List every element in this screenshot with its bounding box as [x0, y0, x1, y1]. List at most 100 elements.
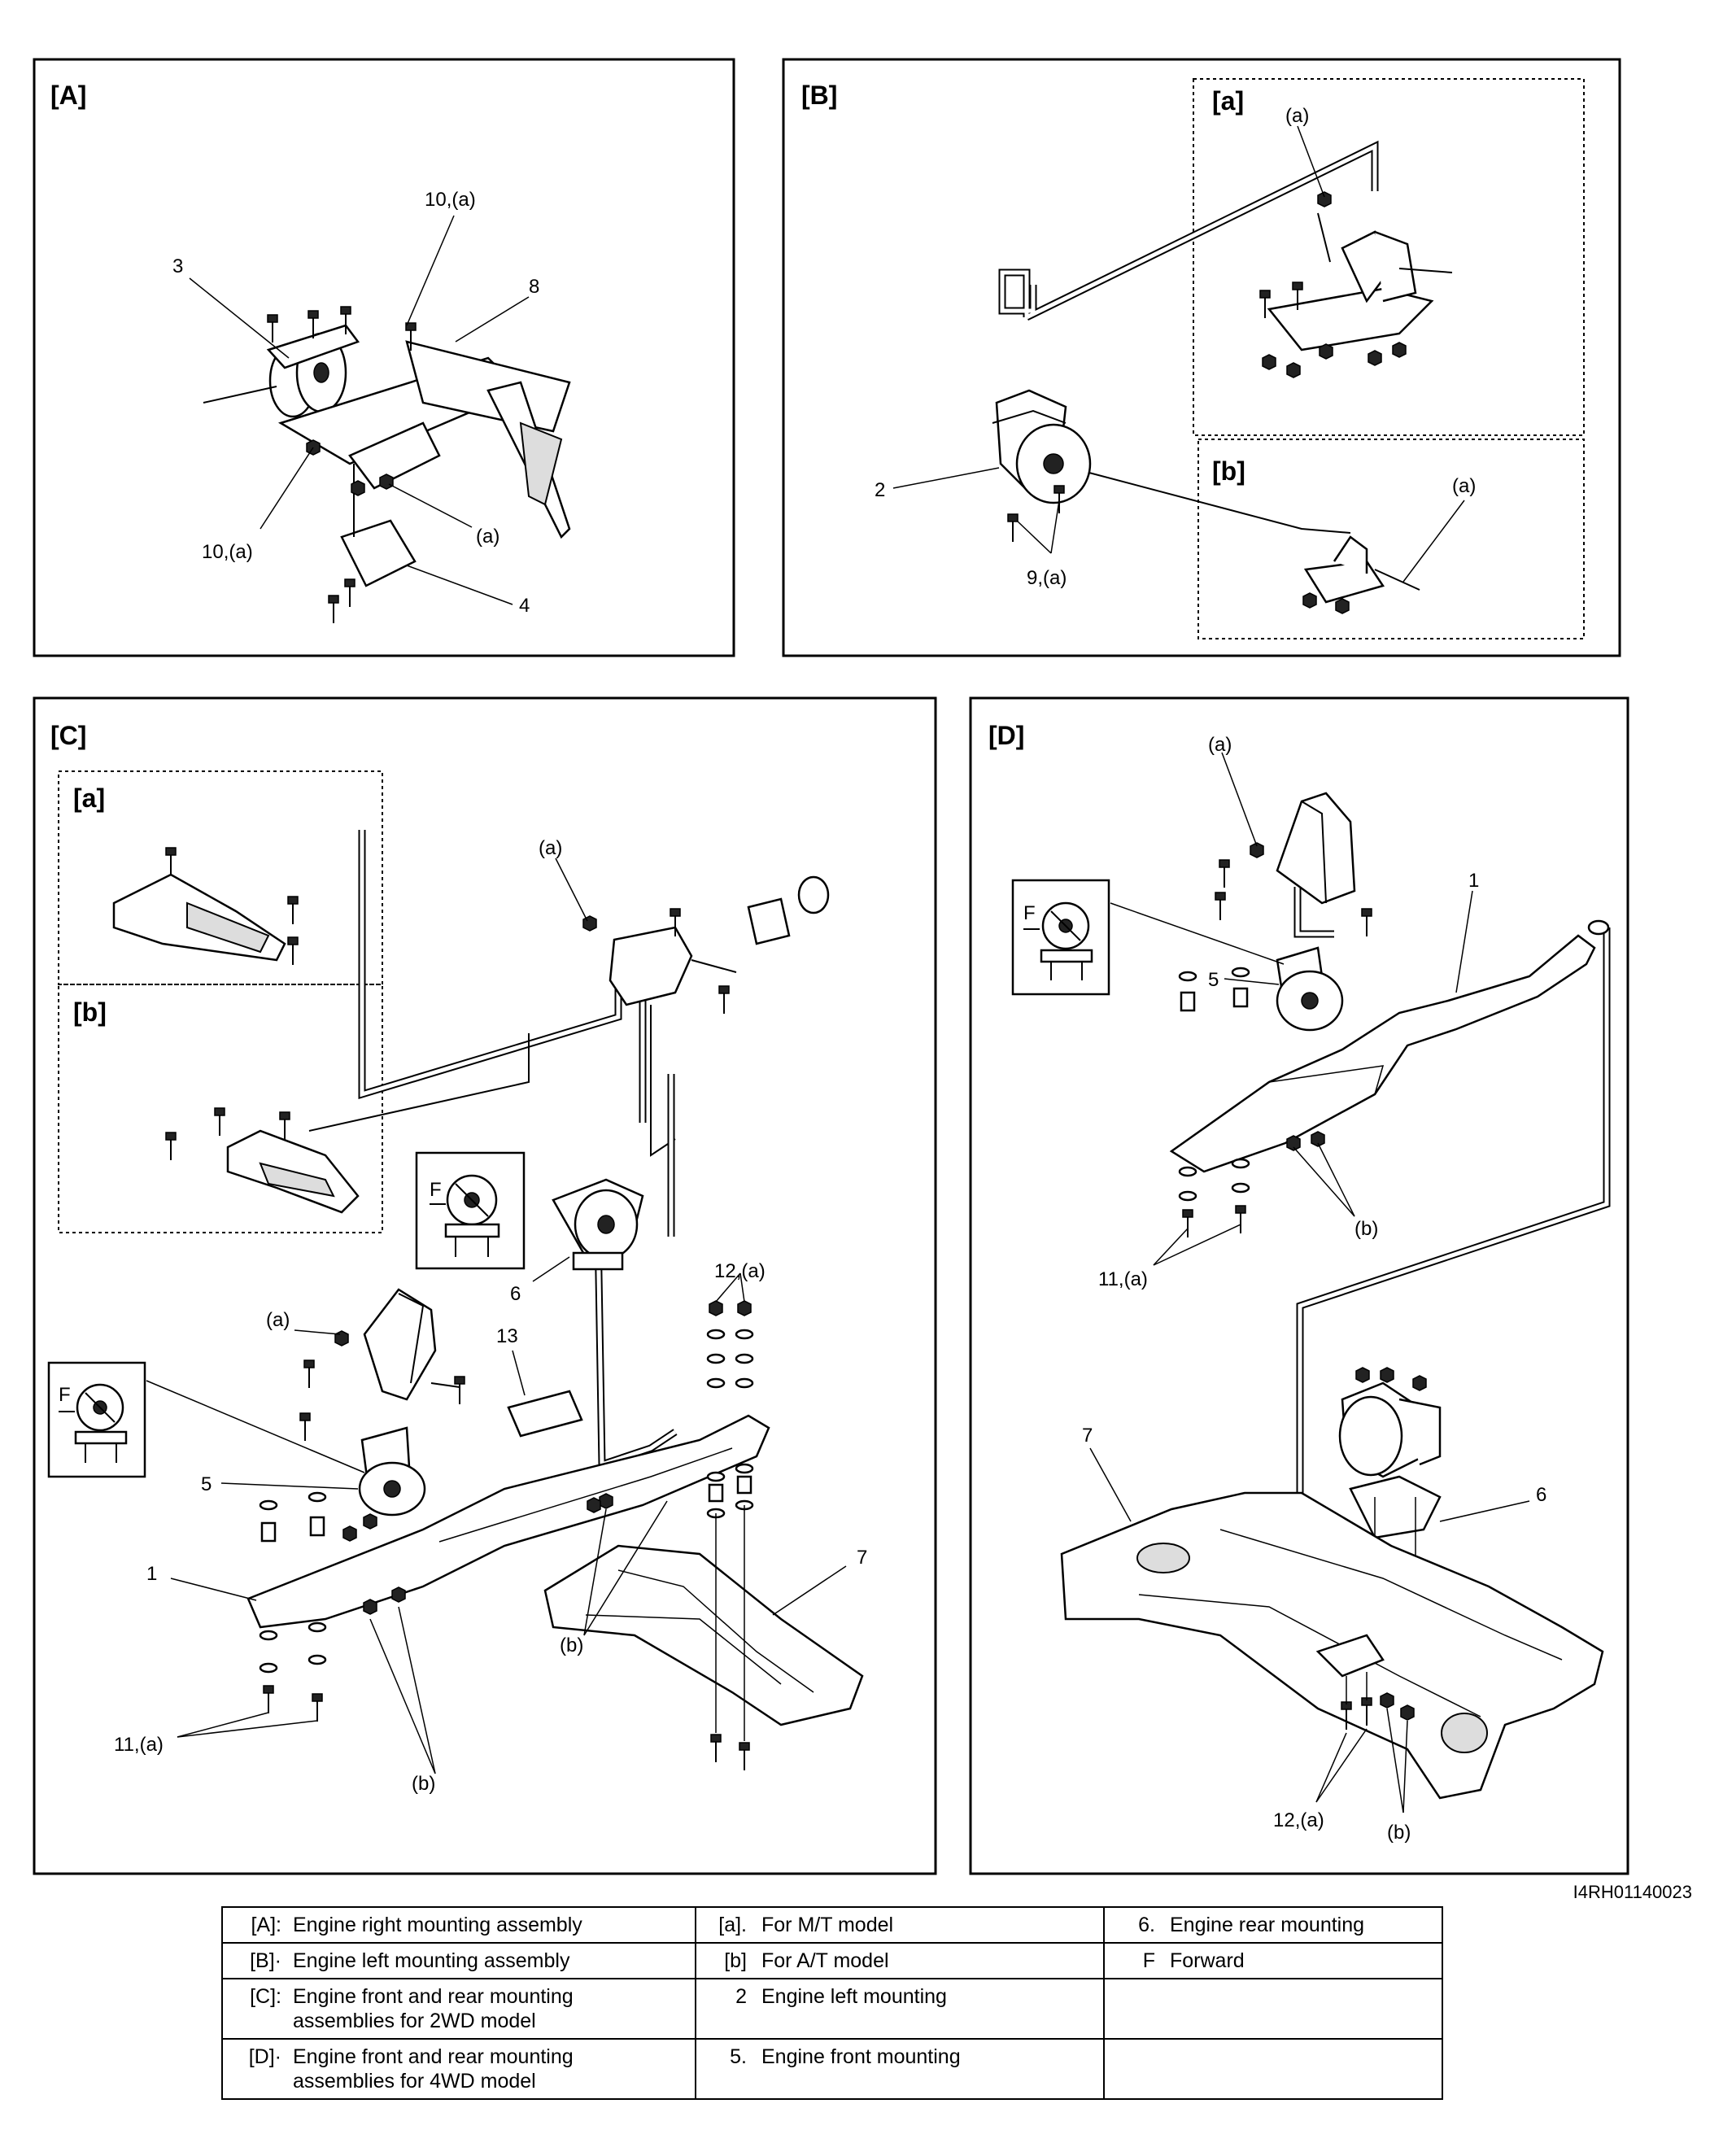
callout-d-7: 7 — [1082, 1425, 1093, 1447]
legend-key: [a]. — [718, 1914, 747, 1936]
legend-text: For A/T model — [761, 1949, 889, 1972]
crossmember-1-d-drawing — [1169, 919, 1610, 1173]
legend-cell — [1103, 2038, 1443, 2100]
rear-mounting-6-d-drawing — [1338, 1367, 1442, 1692]
crossmember-1-drawing — [246, 1414, 770, 1629]
callout-c-12a: 12,(a) — [714, 1260, 766, 1282]
callout-a-3: 3 — [172, 255, 183, 277]
legend-cell: 6.Engine rear mounting — [1103, 1906, 1443, 1944]
front-bracket-4wd-drawing — [1215, 792, 1372, 937]
callout-b-a-bottom: (a) — [1452, 475, 1476, 497]
panel-b: [B] [a] [b] — [782, 58, 1621, 657]
callout-d-b-top: (b) — [1354, 1218, 1378, 1240]
connector-lines-b — [998, 140, 1379, 534]
callout-d-1: 1 — [1468, 870, 1479, 892]
legend-text: Engine front and rear mounting assemblie… — [293, 1985, 574, 2032]
at-rear-bracket-drawing — [165, 1107, 360, 1214]
callout-c-1: 1 — [146, 1563, 157, 1585]
engine-right-mounting-drawing — [203, 306, 571, 624]
legend-cell: [D]·Engine front and rear mounting assem… — [221, 2038, 696, 2100]
panel-d-title: [D] — [988, 721, 1024, 750]
callout-a-10a-top: 10,(a) — [425, 189, 476, 211]
callout-c-a-mid: (a) — [266, 1309, 290, 1331]
legend-row: [A]: Engine right mounting assembly [a]. F… — [221, 1906, 1443, 1944]
legend-text: For M/T model — [761, 1914, 894, 1936]
callout-d-6: 6 — [1536, 1484, 1546, 1506]
front-mounting-5-d-drawing — [1276, 946, 1344, 1032]
figure-code: I4RH01140023 — [1573, 1882, 1692, 1902]
legend-table: [A]: Engine right mounting assembly [a]. F… — [221, 1906, 1443, 2100]
legend-row: [B]· Engine left mounting assembly [b] For… — [221, 1942, 1443, 1979]
forward-inset-c-upper: F — [415, 1151, 526, 1270]
panel-c-sub-b: [b] — [73, 997, 107, 1027]
legend-key: 5. — [730, 2045, 747, 2068]
panel-a: [A] 3 — [33, 58, 735, 657]
bolts-d-lower — [1341, 1672, 1415, 1730]
callout-c-11a: 11,(a) — [114, 1734, 164, 1756]
forward-mark-c-upper: F — [430, 1179, 442, 1201]
callout-d-a: (a) — [1208, 734, 1232, 756]
connector-lines-d — [1293, 887, 1611, 1627]
legend-text: Engine front mounting — [761, 2045, 961, 2068]
panel-d: [D] F — [969, 696, 1629, 1875]
panel-b-sub-a: [a] — [1212, 86, 1244, 116]
front-frame-7-d-drawing — [1060, 1491, 1604, 1800]
legend-key: [C]: — [250, 1985, 281, 2008]
legend-text: Engine rear mounting — [1170, 1914, 1365, 1936]
sensor-13-drawing — [507, 1390, 583, 1438]
legend-cell: [b] For A/T model — [695, 1942, 1105, 1979]
callout-d-12a: 12,(a) — [1273, 1809, 1324, 1831]
forward-mark-d: F — [1023, 902, 1036, 924]
forward-mark-c-lower: F — [59, 1384, 71, 1406]
legend-key: [A]: — [251, 1914, 281, 1936]
callout-a-4: 4 — [519, 595, 530, 617]
legend-key: F — [1142, 1949, 1155, 1972]
legend-text: Engine right mounting assembly — [293, 1914, 582, 1936]
washers-d-upper — [1178, 967, 1250, 1238]
callout-c-b-mid: (b) — [560, 1634, 583, 1656]
rear-mounting-6-drawing — [552, 1178, 644, 1271]
front-mounting-5-drawing — [358, 1426, 426, 1517]
callout-c-b-bottom: (b) — [412, 1773, 435, 1795]
legend-text: Engine left mounting — [761, 1985, 947, 2008]
callout-d-b-bottom: (b) — [1387, 1822, 1411, 1844]
callout-d-11a: 11,(a) — [1098, 1268, 1148, 1290]
callout-c-6: 6 — [510, 1283, 521, 1305]
callout-c-5: 5 — [201, 1473, 212, 1495]
legend-cell: 5. Engine front mounting — [695, 2038, 1105, 2100]
callout-c-7: 7 — [857, 1547, 867, 1569]
callout-c-13: 13 — [496, 1325, 518, 1347]
panel-c-sub-a: [a] — [73, 783, 105, 813]
at-bracket-drawing — [1302, 535, 1420, 614]
connector-lines-c — [308, 830, 678, 1470]
legend-key: [B]· — [250, 1949, 281, 1972]
legend-row: [D]·Engine front and rear mounting assem… — [221, 2038, 1443, 2100]
washers-right-2wd — [706, 1300, 754, 1771]
washers-left-2wd — [259, 1491, 406, 1722]
mt-bracket-drawing — [1259, 191, 1453, 378]
legend-text: Engine front and rear mounting assemblie… — [293, 2045, 574, 2093]
callout-a-10a-bottom: 10,(a) — [202, 541, 253, 563]
legend-text: Engine left mounting assembly — [293, 1949, 570, 1972]
callout-a-a: (a) — [476, 526, 499, 548]
legend-cell: [a]. For M/T model — [695, 1906, 1105, 1944]
callout-b-2: 2 — [875, 479, 885, 501]
front-frame-7-drawing — [543, 1544, 864, 1726]
legend-key: [b] — [724, 1949, 747, 1972]
callout-b-9a: 9,(a) — [1027, 567, 1067, 589]
mt-rear-bracket-drawing — [112, 847, 299, 966]
legend-text: Forward — [1170, 1949, 1245, 1972]
forward-inset-c-lower: F — [47, 1361, 146, 1478]
forward-inset-d: F — [1011, 879, 1110, 996]
legend-row: [C]: Engine front and rear mounting assem… — [221, 1978, 1443, 2040]
callout-b-a-top: (a) — [1285, 105, 1309, 127]
front-bracket-2wd-drawing — [299, 1288, 465, 1442]
panel-c-title: [C] — [50, 721, 86, 750]
rear-mount-top-drawing — [582, 875, 830, 1015]
engine-left-mounting-drawing — [992, 389, 1092, 543]
panel-b-sub-b: [b] — [1212, 456, 1245, 486]
legend-cell: [C]: Engine front and rear mounting assem… — [221, 1978, 696, 2040]
callout-d-5: 5 — [1208, 969, 1219, 991]
panel-c: [C] [a] [b] — [33, 696, 937, 1875]
